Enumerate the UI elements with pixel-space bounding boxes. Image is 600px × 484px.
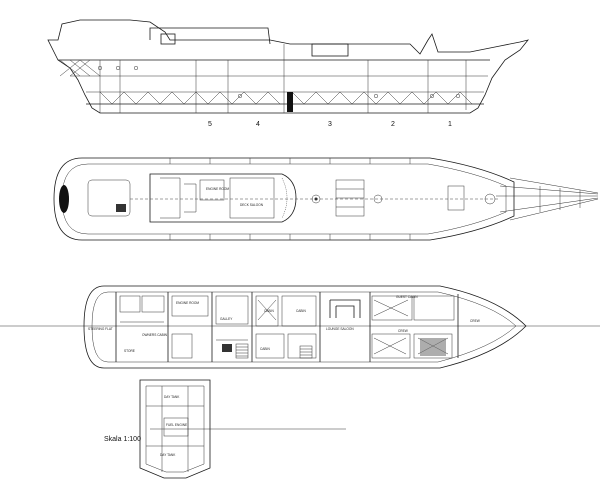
mast-aft <box>311 194 321 204</box>
mast-fore <box>373 194 383 204</box>
room-label: CREW <box>398 329 408 333</box>
fuel-engine-block <box>163 417 189 437</box>
profile-view: 5 4 3 2 1 <box>47 19 530 128</box>
engine-room-label: ENGINE ROOM <box>206 187 229 191</box>
main-hatch-slats <box>336 188 364 208</box>
funnel <box>160 33 176 45</box>
hull-profile-outline <box>47 19 530 114</box>
room-label: GALLEY <box>220 317 233 321</box>
lounge-seating <box>329 299 361 318</box>
room-label: CABIN <box>260 347 270 351</box>
mast-aft-core <box>314 197 318 201</box>
section-label: DAY TANK <box>164 395 180 399</box>
windlass <box>484 193 496 205</box>
deck-saloon-area <box>229 177 275 219</box>
compartment-number: 2 <box>391 121 395 128</box>
section-label: FUEL ENGINE <box>166 423 187 427</box>
forward-hatch <box>447 185 465 211</box>
compartment-number: 5 <box>208 121 212 128</box>
bowsprit-rigging <box>496 177 599 221</box>
aft-cockpit <box>87 179 131 217</box>
compartment-number-labels: 5 4 3 2 1 <box>208 121 452 128</box>
compartment-number: 3 <box>328 121 332 128</box>
section-view: DAY TANK FUEL ENGINE DAY TANK Skala 1:10… <box>104 379 346 479</box>
room-label: GUEST CABIN <box>396 295 418 299</box>
ballast-block <box>287 92 293 112</box>
interior-plan-view: STEERING FLAT ENGINE ROOM OWNERS CABIN G… <box>0 285 600 369</box>
profile-frames <box>99 44 467 113</box>
room-label: STORE <box>124 349 135 353</box>
room-label: CABIN <box>264 309 274 313</box>
compartment-number: 1 <box>448 121 452 128</box>
crew-mess-shaded <box>420 338 446 356</box>
stern-hatching <box>59 59 101 77</box>
room-label: CABIN <box>296 309 306 313</box>
room-label: OWNERS CABIN <box>142 333 168 337</box>
deck-frame-ticks <box>169 158 411 240</box>
section-hull-outline <box>139 379 211 479</box>
section-label: DAY TANK <box>160 453 176 457</box>
deckhouse-interior <box>160 177 197 219</box>
interior-hull-outline <box>83 285 527 369</box>
deck-saloon-seating <box>281 177 288 219</box>
interior-hull-inner <box>91 291 517 363</box>
deckhouse <box>149 173 297 223</box>
double-bottom-bracing <box>99 91 473 105</box>
room-label: ENGINE ROOM <box>176 301 199 305</box>
deckhouse-aft <box>311 43 349 57</box>
superstructure <box>149 27 271 45</box>
aft-fender <box>59 185 69 213</box>
aft-hatch <box>116 204 126 212</box>
deck-plan-view: ENGINE ROOM DECK SALOON <box>53 157 599 241</box>
portholes <box>97 65 461 99</box>
compartment-number: 4 <box>256 121 260 128</box>
room-label: CREW <box>470 319 480 323</box>
stairs <box>235 343 313 359</box>
room-label: STEERING FLAT <box>88 327 113 331</box>
deck-saloon-label: DECK SALOON <box>240 203 264 207</box>
section-frame <box>146 386 204 472</box>
interior-bulkheads <box>115 292 459 362</box>
deck-hull-inner <box>61 163 507 235</box>
section-inner <box>145 385 205 473</box>
engine-room-skylight <box>199 179 225 201</box>
machinery-block <box>222 344 232 352</box>
interior-partitions <box>119 295 455 359</box>
room-label: LOUNGE SALOON <box>326 327 354 331</box>
scale-label: Skala 1:100 <box>104 436 141 443</box>
deck-hull-outline <box>53 157 515 241</box>
